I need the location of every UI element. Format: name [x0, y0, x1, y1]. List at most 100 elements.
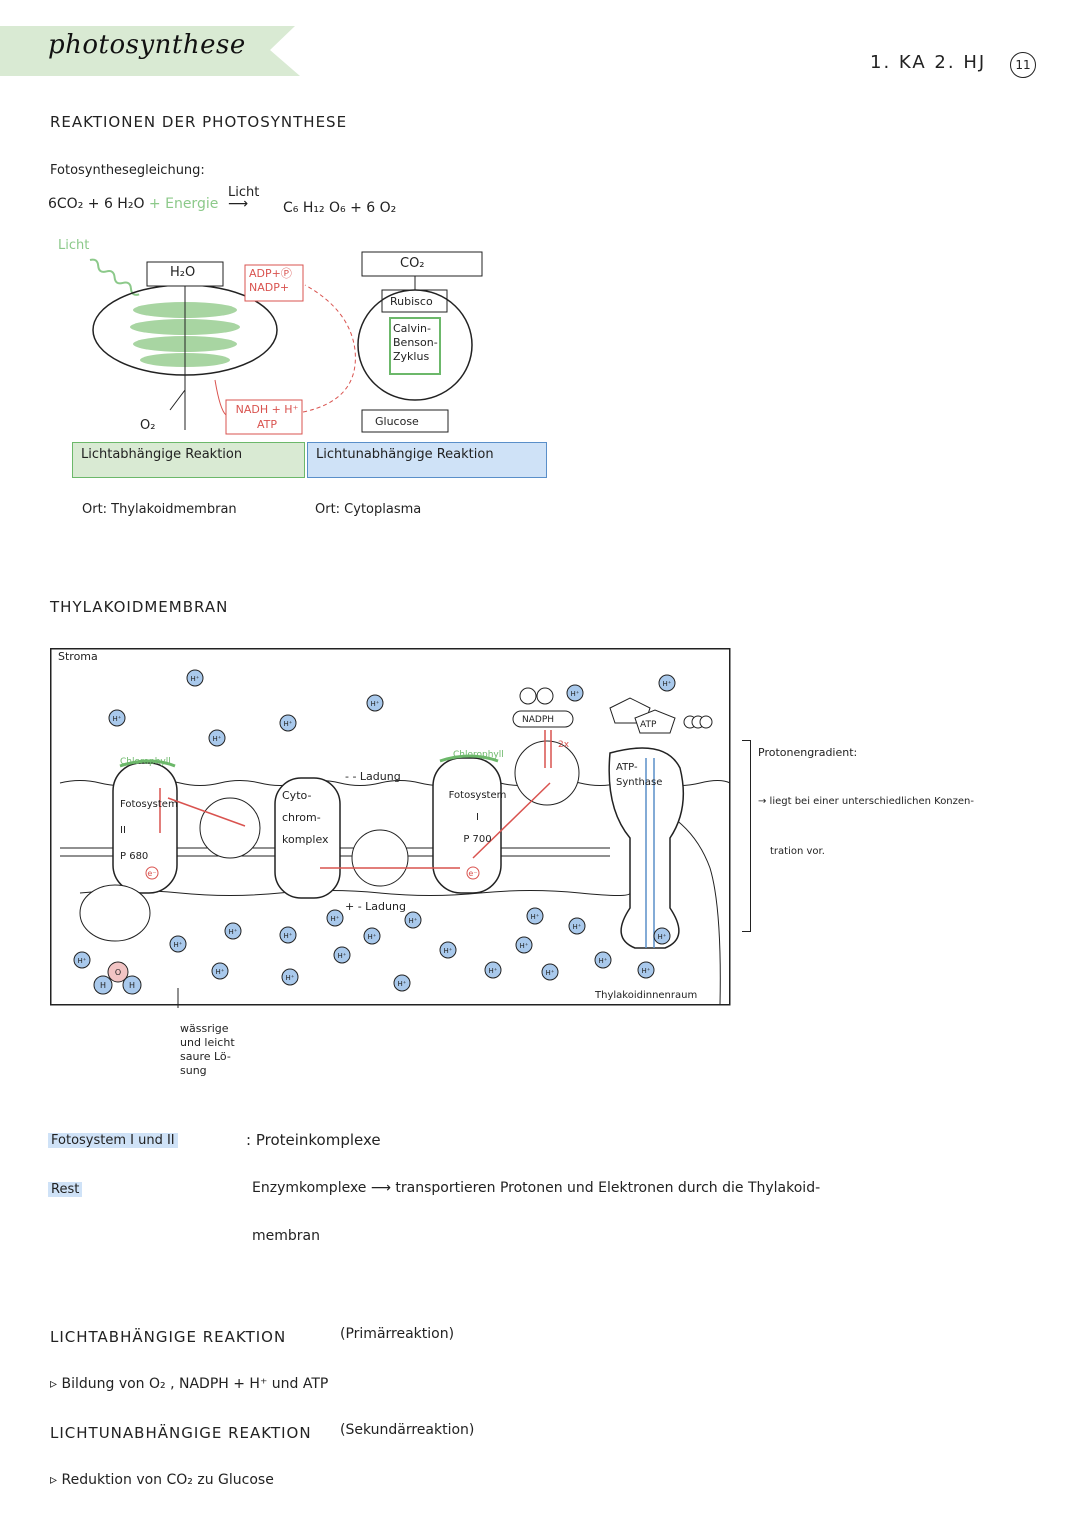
nadph-shape [512, 710, 574, 728]
electron-path-4 [472, 782, 551, 859]
proton-label: H⁺ [284, 932, 293, 940]
ps1-line3: P 700 [463, 834, 492, 845]
adp-label-line2: NADP+ [249, 281, 290, 294]
water-note: wässrige und leicht saure Lö- sung [180, 1022, 235, 1078]
proton-icon [333, 946, 351, 964]
proton-icon [484, 961, 502, 979]
ps2-label: Fotosystem II P 680 [120, 792, 178, 870]
water-hydrogen-2-icon [122, 975, 142, 995]
section-subtitle-light-independent: (Sekundärreaktion) [340, 1422, 475, 1438]
proton-label: H⁺ [599, 957, 608, 965]
light-label: Licht [58, 238, 90, 253]
proton-icon [541, 963, 559, 981]
cyto-line1: Cyto- [282, 789, 312, 802]
overview-diagram [89, 251, 483, 435]
photosystem-2-shape [112, 762, 178, 894]
multiplier-label: 2x [558, 740, 570, 750]
proton-label: H⁺ [113, 715, 122, 723]
proton-label: H⁺ [338, 952, 347, 960]
water-o-label: O [115, 968, 121, 977]
water-h1-label: H [100, 981, 106, 990]
water-h2-label: H [129, 981, 135, 990]
stroma-label: Stroma [58, 650, 98, 663]
co2-label: CO₂ [400, 256, 425, 271]
proton-icon [169, 935, 187, 953]
proton-label: H⁺ [571, 690, 580, 698]
proton-icon [393, 974, 411, 992]
proton-icon [326, 909, 344, 927]
light-dependent-item: ▹ Bildung von O₂ , NADPH + H⁺ und ATP [50, 1376, 329, 1392]
equation-right: C₆ H₁₂ O₆ + 6 O₂ [283, 200, 397, 216]
chlorophyll-1-icon [439, 754, 499, 763]
page-title: photosynthese [48, 30, 246, 60]
proton-icon [653, 927, 671, 945]
water-note-line4: sung [180, 1064, 207, 1077]
water-note-line3: saure Lö- [180, 1050, 231, 1063]
proton-icon [279, 926, 297, 944]
proton-icon [637, 961, 655, 979]
equation-arrow: ⟶ [228, 196, 249, 212]
definition-term-2: Rest [48, 1182, 83, 1197]
plastocyanin-shape [351, 829, 409, 887]
equation: 6CO₂ + 6 H₂O + Energie [48, 196, 218, 212]
proton-label: H⁺ [573, 923, 582, 931]
proton-icon [363, 927, 381, 945]
adp-box [244, 264, 304, 302]
light-independent-box: Lichtunabhängige Reaktion [307, 442, 547, 478]
proton-label: H⁺ [642, 967, 651, 975]
proton-label: H⁺ [489, 967, 498, 975]
electron-2-label: e⁻ [147, 869, 156, 878]
ps1-label: Fotosystem I P 700 [440, 785, 515, 851]
proton-icon [186, 669, 204, 687]
section-heading-reactions: REAKTIONEN DER PHOTOSYNTHESE [50, 113, 348, 131]
proton-label: H⁺ [216, 968, 225, 976]
proton-icon [404, 911, 422, 929]
place-dependent: Ort: Thylakoidmembran [82, 502, 237, 517]
ps2-line3: P 680 [120, 851, 149, 862]
definition-desc-2a: Enzymkomplexe ⟶ transportieren Protonen … [252, 1180, 821, 1196]
proton-label: H⁺ [284, 720, 293, 728]
water-oxygen-icon [107, 961, 129, 983]
proton-icon [108, 709, 126, 727]
glucose-box [361, 409, 449, 433]
proton-label: H⁺ [531, 913, 540, 921]
electron-1-label: e⁻ [468, 869, 477, 878]
light-wave-icon [89, 258, 140, 296]
nadph-circle-1 [519, 687, 537, 705]
protons: H⁺H⁺H⁺H⁺H⁺H⁺H⁺H⁺H⁺H⁺H⁺H⁺H⁺H⁺H⁺H⁺H⁺H⁺H⁺H⁺… [73, 669, 676, 992]
gradient-title: Protonengradient: [758, 746, 858, 759]
proton-label: H⁺ [191, 675, 200, 683]
section-heading-thylakoid: THYLAKOIDMEMBRAN [50, 598, 229, 616]
glucose-label: Glucose [375, 415, 419, 428]
equation-arrow-label: Licht [228, 185, 260, 200]
definition-desc-2b: membran [252, 1228, 320, 1244]
section-heading-light-independent: LICHTUNABHÄNGIGE REAKTION [50, 1424, 312, 1442]
bracket [742, 740, 751, 932]
atp-synthase-line2: Synthase [616, 777, 663, 788]
atp-synthase-label: ATP- Synthase [616, 760, 662, 790]
proton-label: H⁺ [658, 933, 667, 941]
proton-label: H⁺ [229, 928, 238, 936]
cyto-line2: chrom- [282, 811, 321, 824]
charge-top-label: - - Ladung [345, 770, 401, 783]
exam-meta: 1. KA 2. HJ [870, 52, 987, 73]
proton-icon [526, 907, 544, 925]
water-note-line1: wässrige [180, 1022, 229, 1035]
nadh-label-line1: NADH + H⁺ [235, 403, 299, 416]
atp-pentagon [634, 709, 676, 734]
equation-left: 6CO₂ + 6 H₂O [48, 196, 145, 212]
proton-label: H⁺ [371, 700, 380, 708]
oxygen-label: O₂ [140, 418, 156, 433]
proton-label: H⁺ [174, 941, 183, 949]
section-subtitle-light-dependent: (Primärreaktion) [340, 1326, 455, 1342]
proton-icon [594, 951, 612, 969]
electron-1-icon [466, 866, 480, 880]
plastoquinone-shape [199, 797, 261, 859]
calvin-line3: Zyklus [393, 350, 430, 363]
chlorophyll-2-label: Chlorophyll [120, 757, 171, 767]
proton-icon [566, 684, 584, 702]
side-protein [79, 884, 151, 942]
proton-icon [366, 694, 384, 712]
proton-label: H⁺ [520, 942, 529, 950]
calvin-line1: Calvin- [393, 322, 431, 335]
